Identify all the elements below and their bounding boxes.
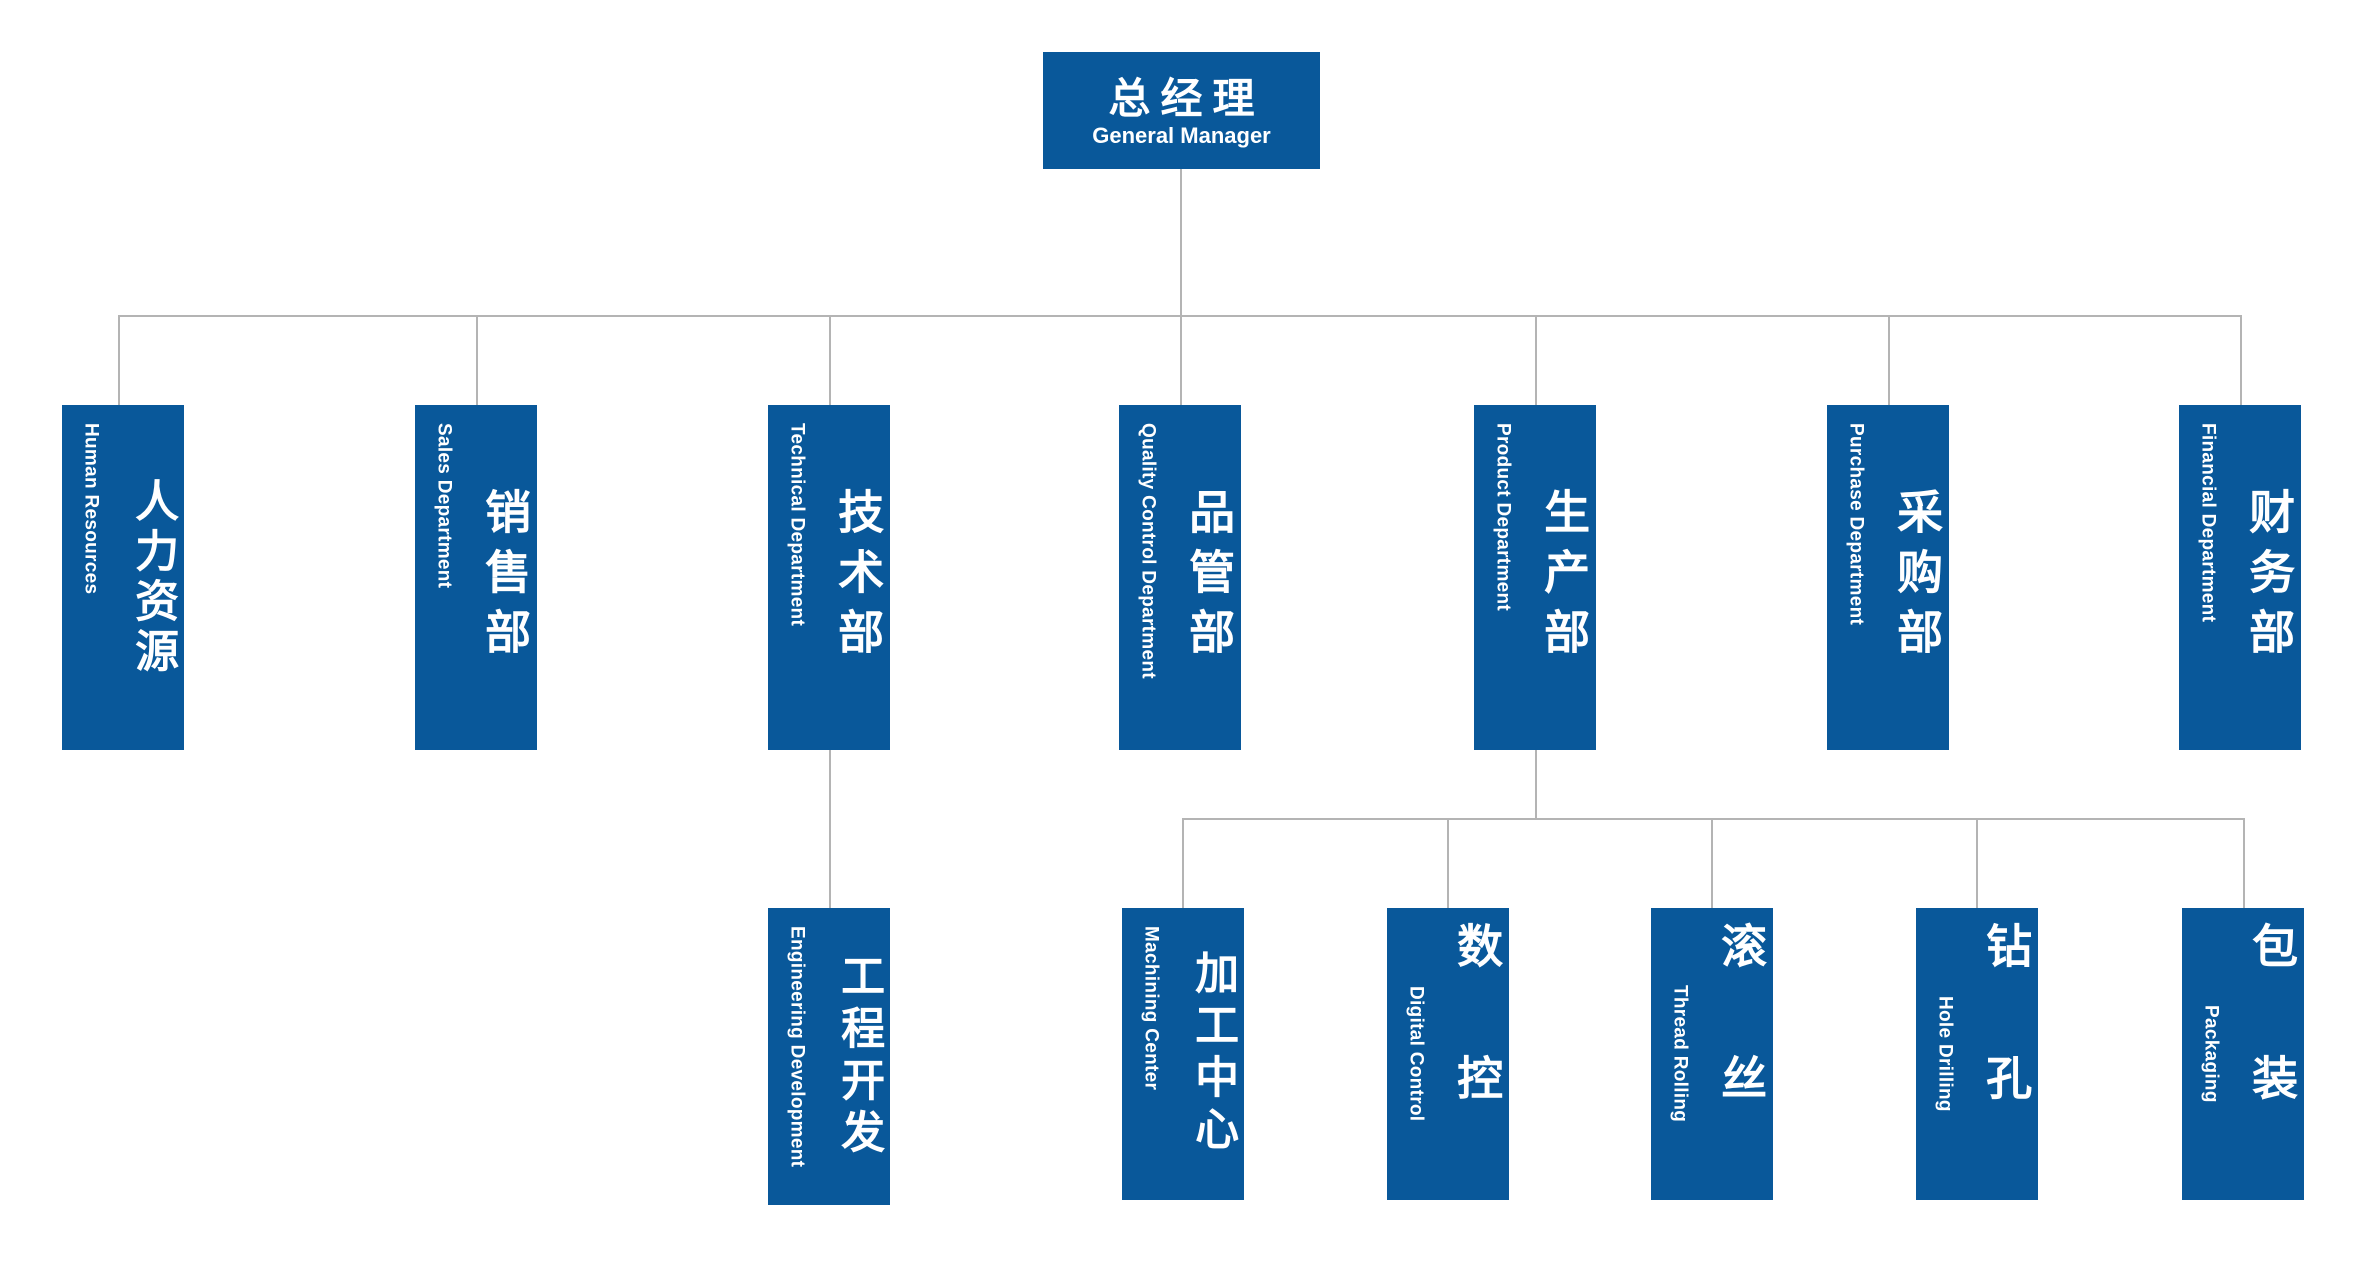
node-financial-department[interactable]: 财务部 Financial Department	[2179, 405, 2301, 750]
cn-strip: 采购部	[1885, 405, 1949, 750]
node-label-cn: 销售部	[479, 487, 532, 668]
node-product-department[interactable]: 生产部 Product Department	[1474, 405, 1596, 750]
node-packaging[interactable]: 包装 Packaging	[2182, 908, 2304, 1200]
connector-drop-sales	[476, 315, 478, 406]
node-label-cn: 加工中心	[1188, 950, 1238, 1158]
connector-drop-hole-drilling	[1976, 818, 1978, 908]
node-thread-rolling[interactable]: 滚丝 Thread Rolling	[1651, 908, 1773, 1200]
node-human-resources[interactable]: 人力资源 Human Resources	[62, 405, 184, 750]
node-label-cn: 品管部	[1183, 487, 1236, 668]
node-label-cn: 滚丝	[1715, 922, 1768, 1186]
node-engineering-development[interactable]: 工程开发 Engineering Development	[768, 908, 890, 1205]
connector-root-stem	[1180, 169, 1182, 316]
node-label-cn: 包装	[2246, 922, 2299, 1186]
en-strip: Machining Center	[1122, 908, 1180, 1200]
connector-drop-thread-rolling	[1711, 818, 1713, 908]
cn-strip: 技术部	[826, 405, 890, 750]
connector-drop-technical	[829, 315, 831, 406]
en-strip: Hole Drilling	[1916, 908, 1974, 1200]
cn-strip: 数控	[1445, 908, 1509, 1200]
connector-production-stem	[1535, 750, 1537, 818]
cn-strip: 加工中心	[1180, 908, 1244, 1200]
connector-drop-financial	[2240, 315, 2242, 406]
en-strip: Engineering Development	[768, 908, 826, 1205]
cn-strip: 财务部	[2237, 405, 2301, 750]
node-label-en: General Manager	[1092, 122, 1271, 148]
connector-technical-to-engineering	[829, 750, 831, 908]
cn-strip: 生产部	[1532, 405, 1596, 750]
node-label-en: Product Department	[1492, 423, 1514, 612]
node-technical-department[interactable]: 技术部 Technical Department	[768, 405, 890, 750]
en-strip: Quality Control Department	[1119, 405, 1177, 750]
cn-strip: 品管部	[1177, 405, 1241, 750]
node-label-cn: 人力资源	[128, 477, 178, 678]
connector-level2-bus	[118, 315, 2240, 317]
node-label-en: Quality Control Department	[1137, 423, 1159, 679]
node-label-en: Financial Department	[2197, 423, 2219, 623]
node-label-en: Machining Center	[1140, 926, 1162, 1091]
cn-strip: 滚丝	[1709, 908, 1773, 1200]
en-strip: Product Department	[1474, 405, 1532, 750]
en-strip: Packaging	[2182, 908, 2240, 1200]
node-label-en: Human Resources	[80, 423, 102, 595]
node-label-en: Digital Control	[1405, 986, 1427, 1122]
node-purchase-department[interactable]: 采购部 Purchase Department	[1827, 405, 1949, 750]
node-quality-control-department[interactable]: 品管部 Quality Control Department	[1119, 405, 1241, 750]
node-label-en: Engineering Development	[786, 926, 808, 1168]
node-label-cn: 财务部	[2243, 487, 2296, 668]
cn-strip: 工程开发	[826, 908, 890, 1205]
connector-drop-machining-center	[1182, 818, 1184, 908]
node-label-en: Purchase Department	[1845, 423, 1867, 626]
connector-drop-hr	[118, 315, 120, 406]
en-strip: Purchase Department	[1827, 405, 1885, 750]
node-label-cn: 生产部	[1538, 487, 1591, 668]
node-label-cn: 数控	[1451, 922, 1504, 1186]
node-machining-center[interactable]: 加工中心 Machining Center	[1122, 908, 1244, 1200]
node-label-cn: 总经理	[1108, 74, 1265, 122]
node-label-cn: 钻孔	[1980, 922, 2033, 1186]
node-label-en: Thread Rolling	[1669, 985, 1691, 1123]
connector-drop-packaging	[2243, 818, 2245, 908]
node-label-en: Packaging	[2200, 1005, 2222, 1103]
en-strip: Financial Department	[2179, 405, 2237, 750]
node-label-cn: 工程开发	[834, 952, 884, 1161]
en-strip: Thread Rolling	[1651, 908, 1709, 1200]
en-strip: Digital Control	[1387, 908, 1445, 1200]
node-label-cn: 采购部	[1891, 487, 1944, 668]
node-general-manager[interactable]: 总经理 General Manager	[1043, 52, 1320, 169]
cn-strip: 销售部	[473, 405, 537, 750]
node-label-cn: 技术部	[832, 487, 885, 668]
node-label-en: Hole Drilling	[1934, 996, 1956, 1112]
connector-drop-digital-control	[1447, 818, 1449, 908]
node-sales-department[interactable]: 销售部 Sales Department	[415, 405, 537, 750]
connector-drop-production	[1535, 315, 1537, 406]
node-hole-drilling[interactable]: 钻孔 Hole Drilling	[1916, 908, 2038, 1200]
node-label-en: Sales Department	[433, 423, 455, 589]
node-digital-control[interactable]: 数控 Digital Control	[1387, 908, 1509, 1200]
cn-strip: 包装	[2240, 908, 2304, 1200]
en-strip: Technical Department	[768, 405, 826, 750]
cn-strip: 人力资源	[120, 405, 184, 750]
connector-drop-quality	[1180, 315, 1182, 406]
cn-strip: 钻孔	[1974, 908, 2038, 1200]
node-label-en: Technical Department	[786, 423, 808, 627]
connector-drop-purchase	[1888, 315, 1890, 406]
en-strip: Human Resources	[62, 405, 120, 750]
en-strip: Sales Department	[415, 405, 473, 750]
